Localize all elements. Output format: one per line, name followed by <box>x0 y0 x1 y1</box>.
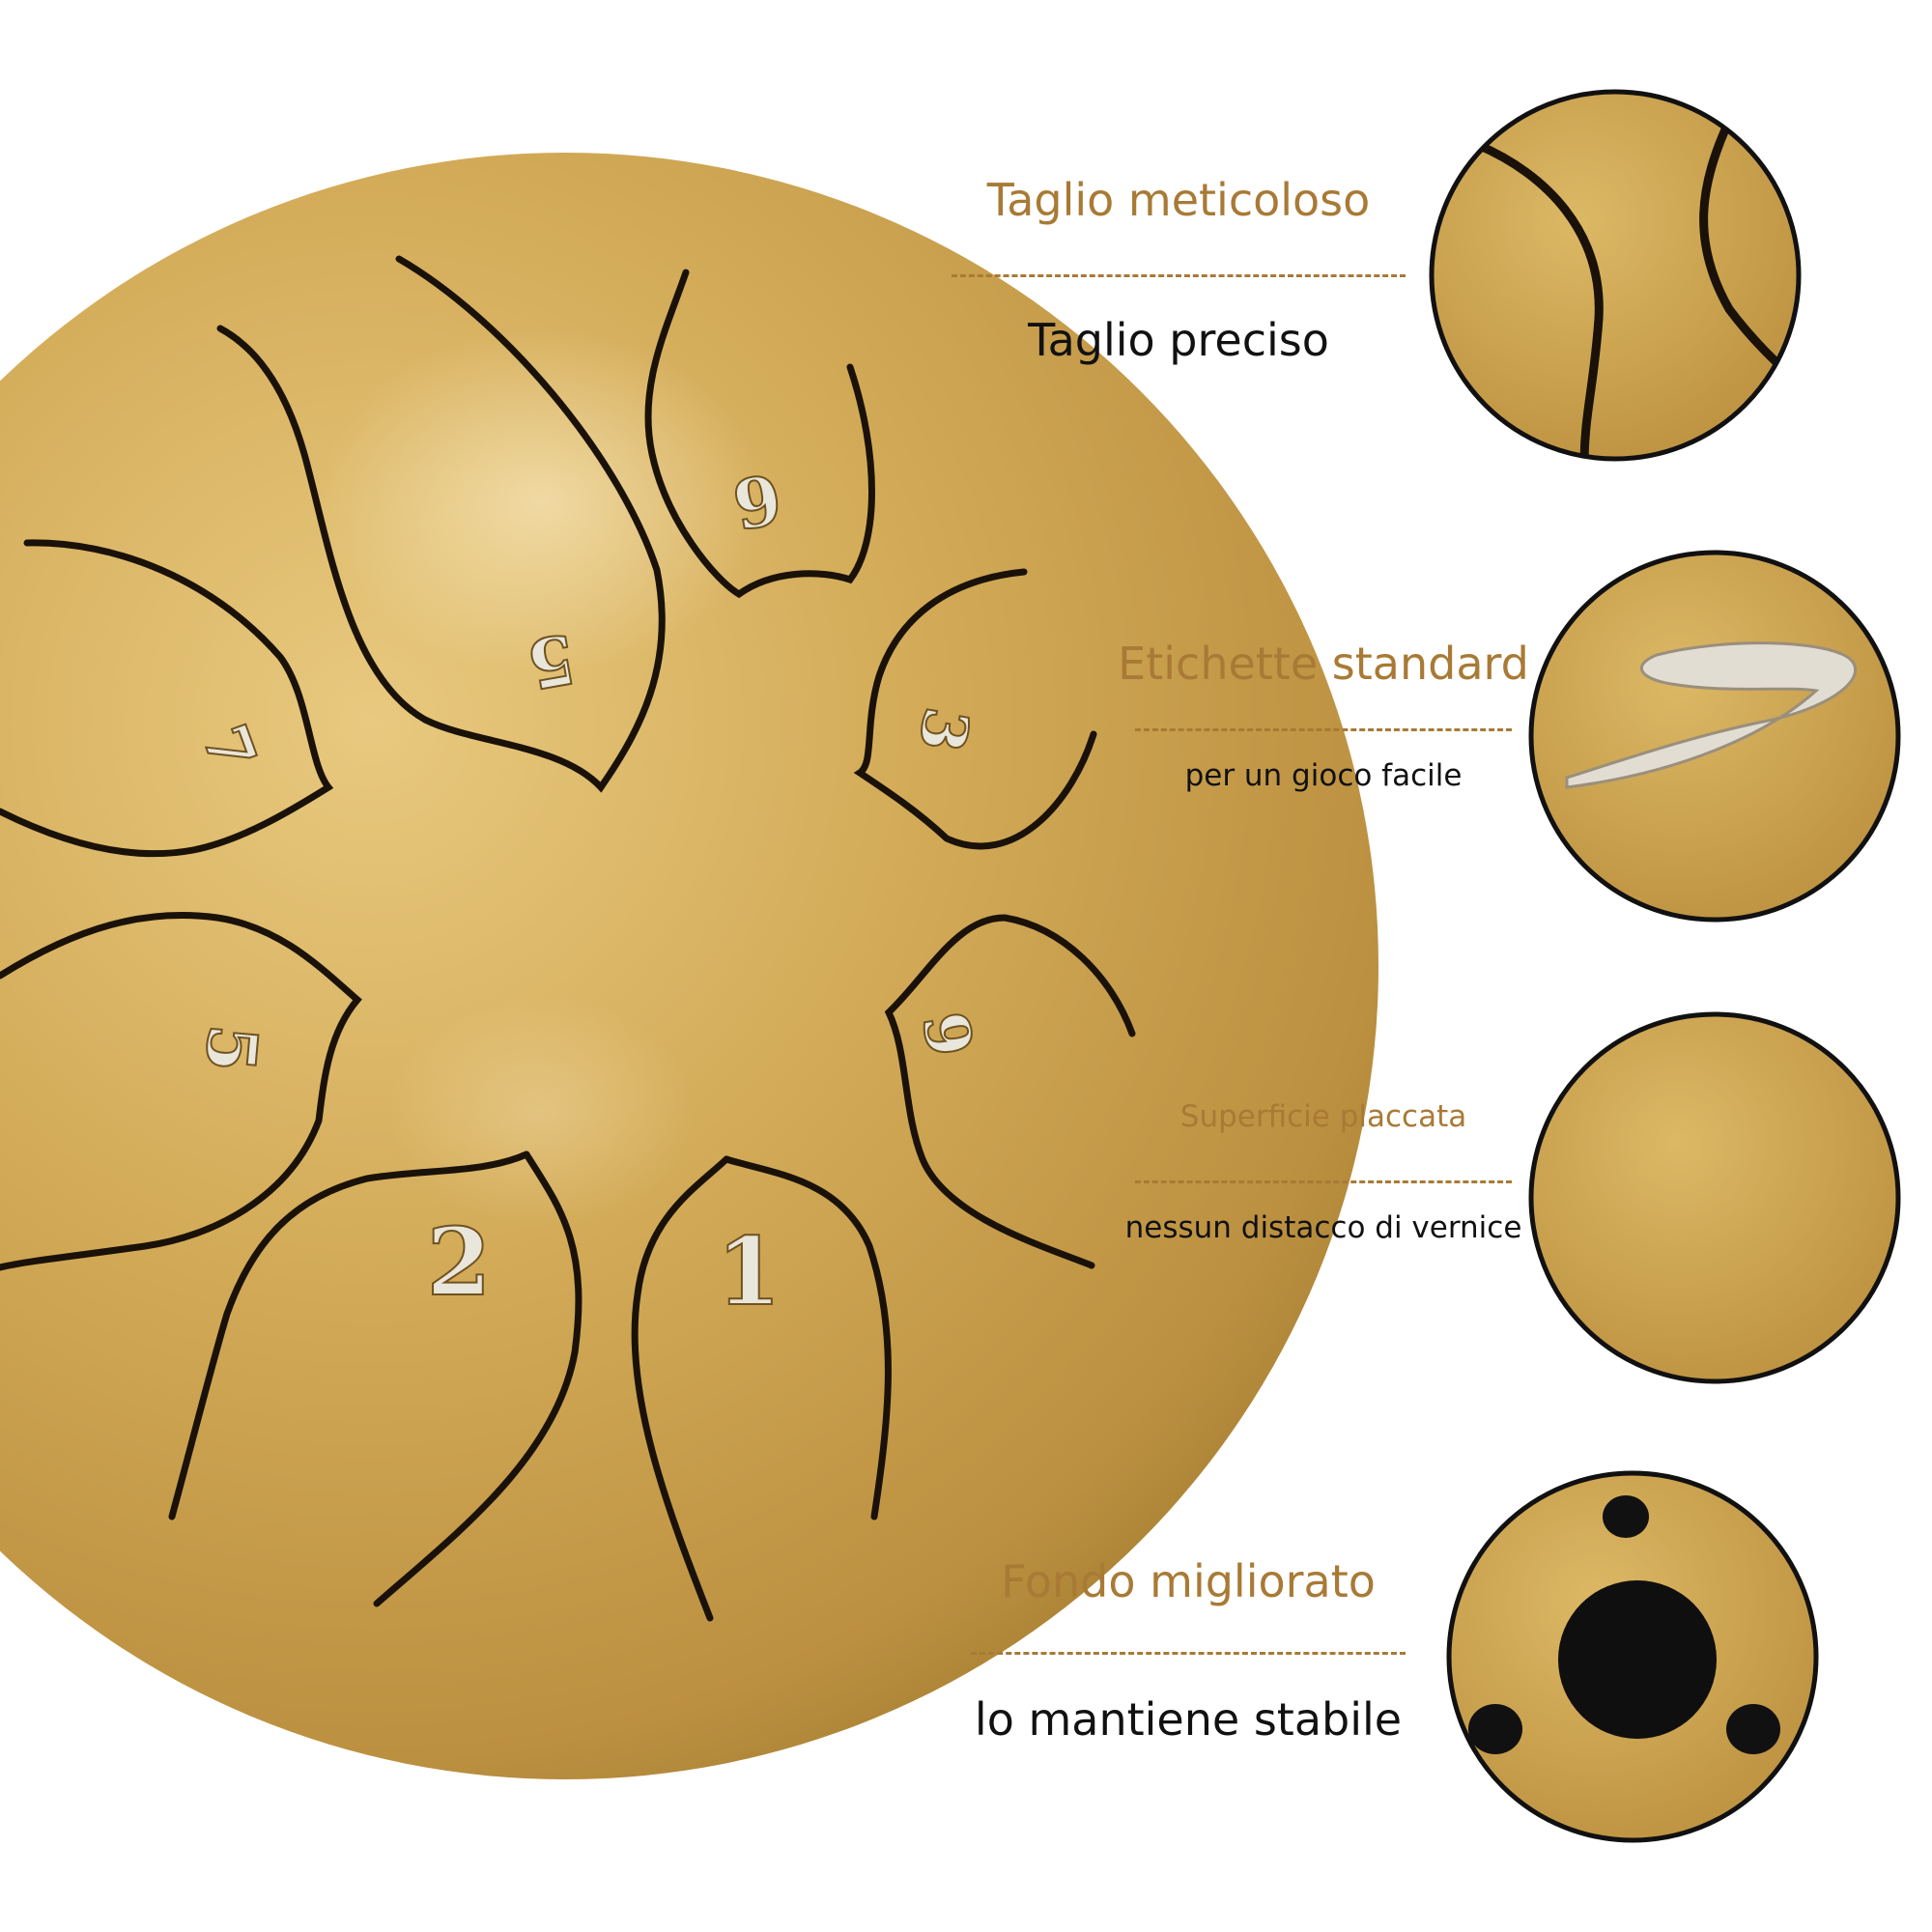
tongue-number: 1 <box>717 1217 781 1326</box>
feature-title: Fondo migliorato <box>1001 1555 1376 1607</box>
tongue-number: 5 <box>189 1022 273 1076</box>
dashed-divider <box>952 274 1406 277</box>
tongue-slot <box>0 539 334 858</box>
tongue-number: 2 <box>427 1208 492 1317</box>
number-label-closeup-icon <box>1528 550 1901 923</box>
feature-title: Taglio meticoloso <box>986 174 1371 226</box>
dashed-divider <box>971 1652 1406 1655</box>
dashed-divider <box>1135 728 1512 731</box>
slot-closeup-icon <box>1429 89 1802 462</box>
tongue-slot <box>884 914 1136 1269</box>
bottom-feet-closeup-icon <box>1446 1470 1819 1843</box>
feature-standard-labels: Etichette standard per un gioco facile <box>1111 638 1536 793</box>
tongue-slot <box>631 1155 730 1622</box>
tongue-slot <box>723 1155 892 1520</box>
feature-title: Etichette standard <box>1118 638 1529 690</box>
feature-improved-bottom: Fondo migliorato lo mantiene stabile <box>923 1555 1454 1746</box>
feature-plated-surface: Superficie placcata nessun distacco di v… <box>1111 1099 1536 1245</box>
plated-surface-closeup-icon <box>1528 1011 1901 1384</box>
feature-description: Taglio preciso <box>1028 314 1329 366</box>
tongue-slot <box>373 1151 582 1607</box>
tongue-slot <box>644 269 875 599</box>
feature-description: lo mantiene stabile <box>974 1693 1403 1746</box>
tongue-slot <box>168 1151 530 1520</box>
tongue-slot <box>0 912 362 1271</box>
feature-title: Superficie placcata <box>1179 1099 1467 1134</box>
tongue-drum: 9 5 3 7 5 6 2 1 <box>0 153 1378 1779</box>
tongue-slot <box>853 568 1097 850</box>
feature-description: nessun distacco di vernice <box>1124 1210 1522 1245</box>
feature-precise-cut: Taglio meticoloso Taglio preciso <box>908 174 1449 366</box>
feature-description: per un gioco facile <box>1184 758 1463 793</box>
dashed-divider <box>1135 1180 1512 1183</box>
tongue-slot <box>216 255 666 793</box>
